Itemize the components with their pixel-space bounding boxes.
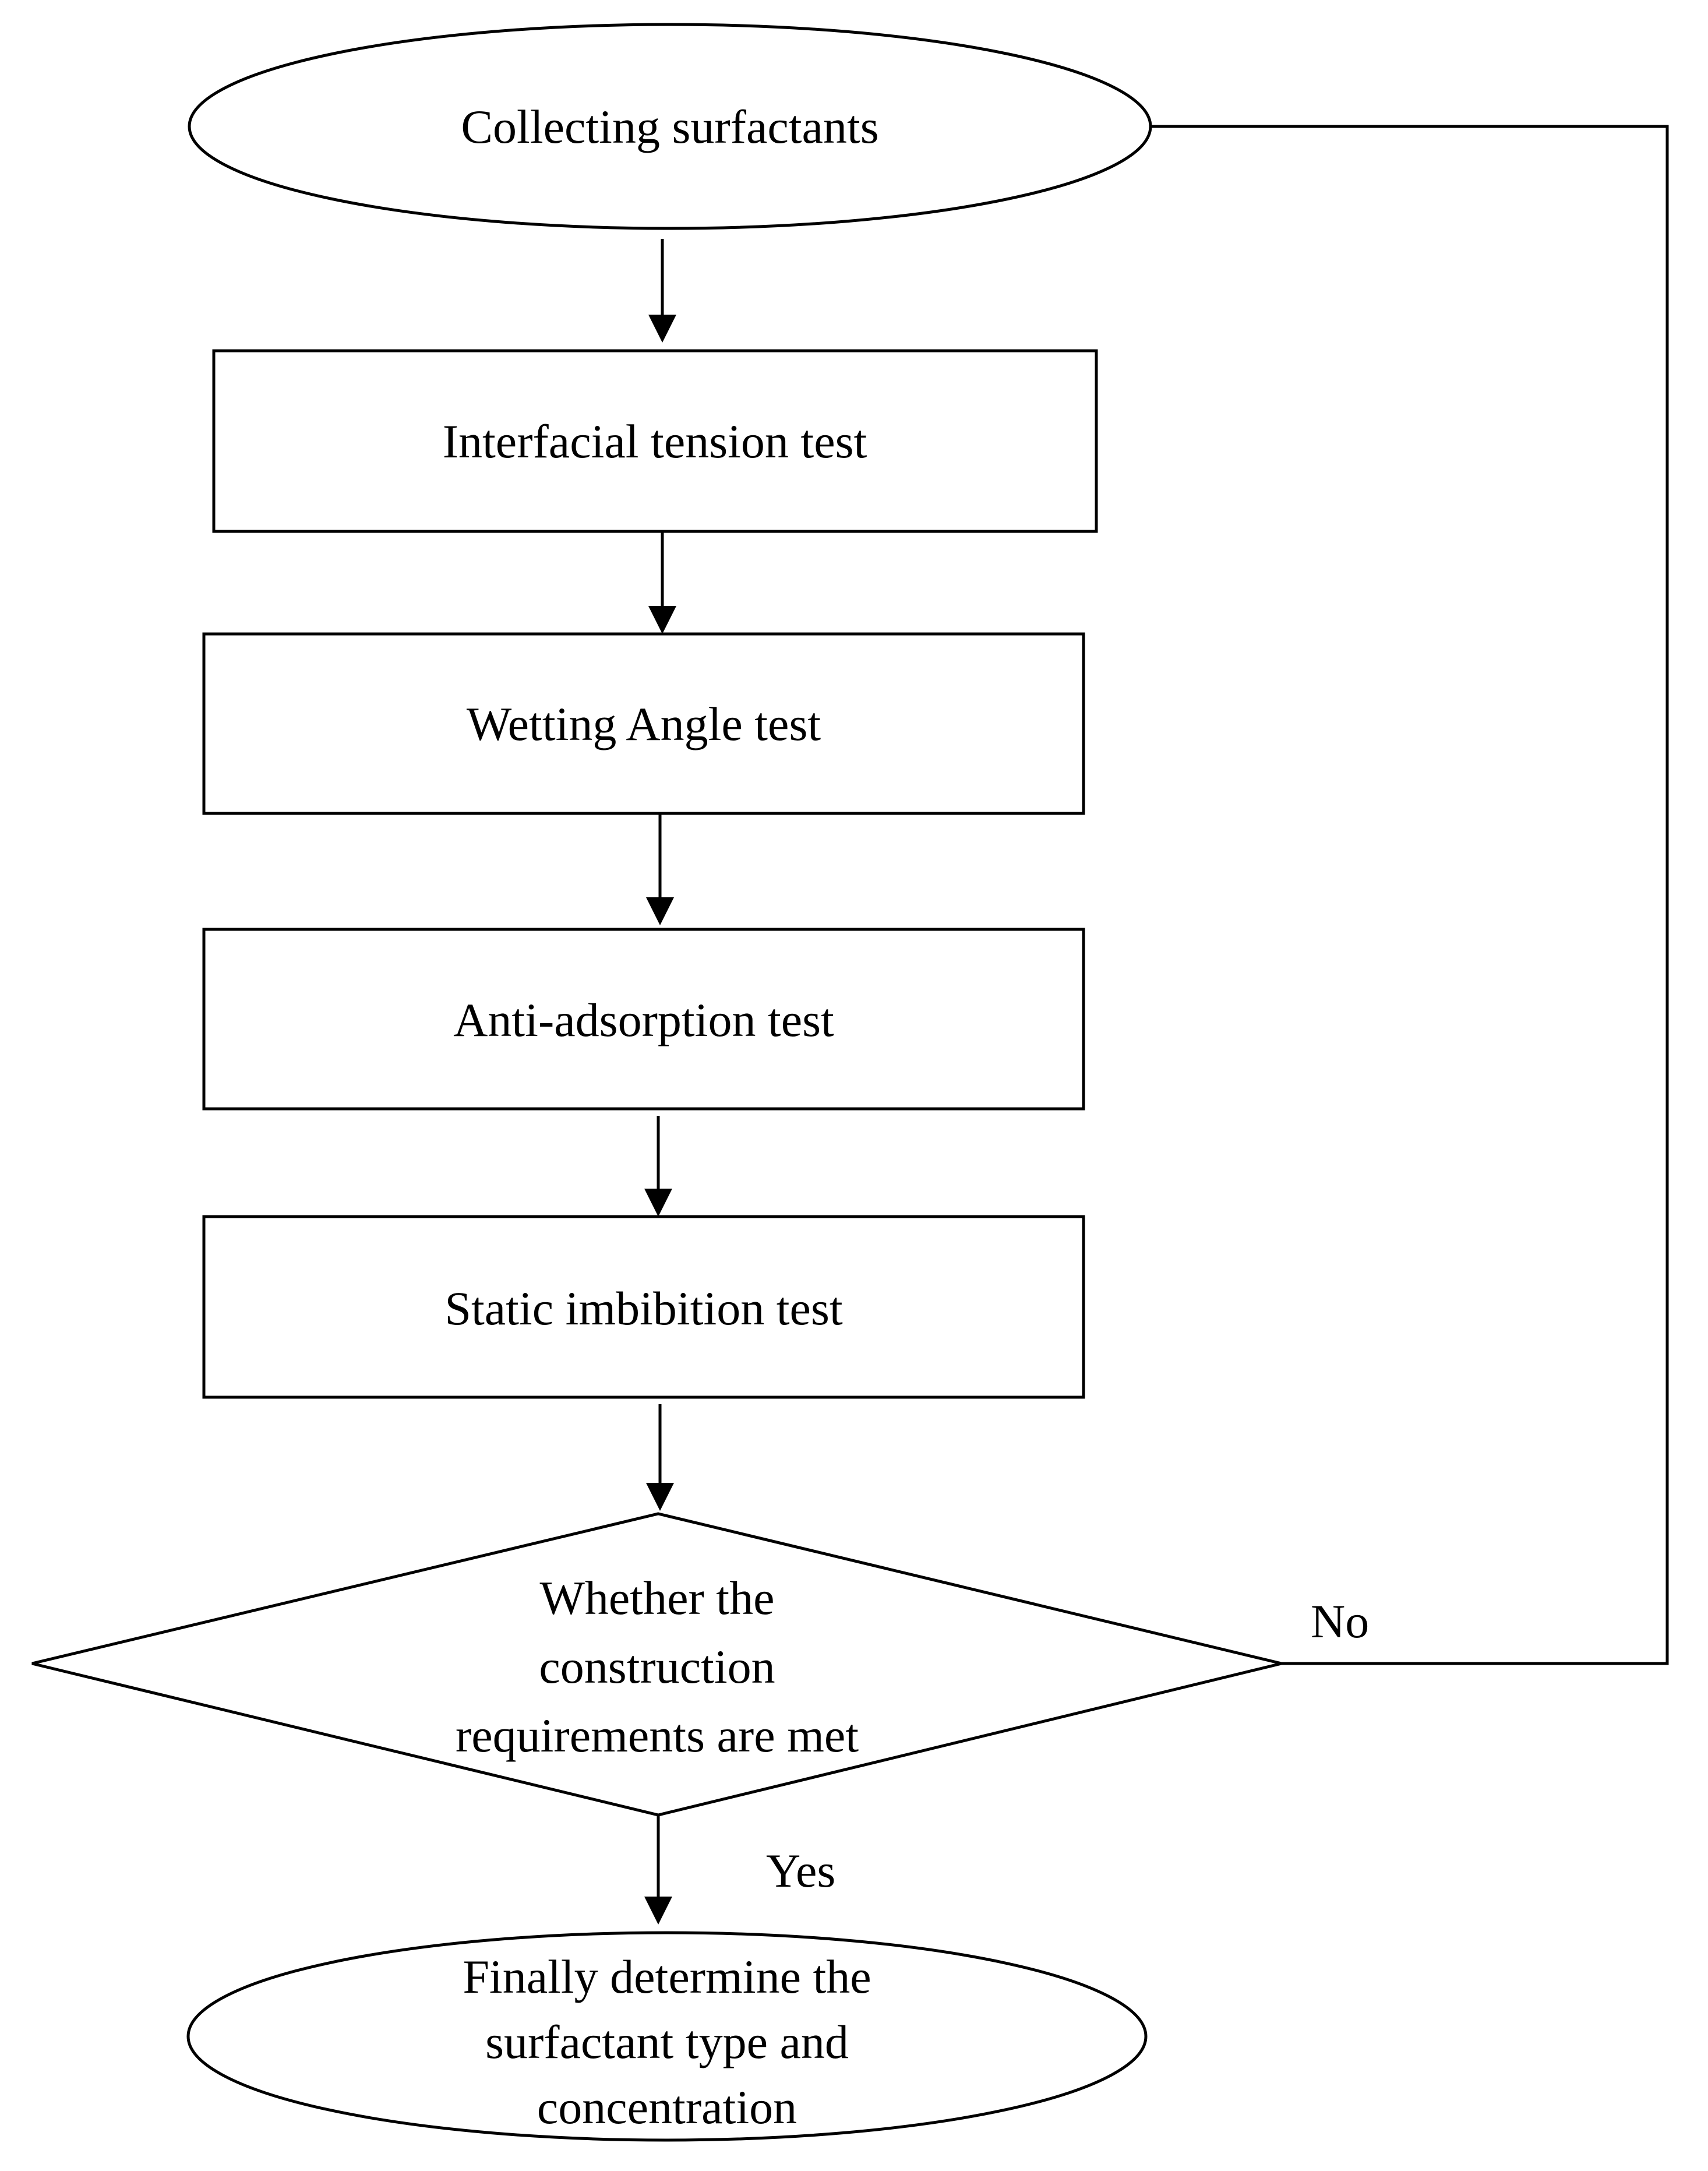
- step-interfacial-tension: Interfacial tension test: [212, 349, 1098, 533]
- no-branch-label: No: [1311, 1595, 1369, 1648]
- decision-line-1: Whether the: [540, 1571, 775, 1624]
- step-box-1: [212, 349, 1098, 533]
- yes-branch-label: Yes: [766, 1844, 835, 1897]
- step-static-imbibition: Static imbibition test: [202, 1215, 1085, 1399]
- end-line-3: concentration: [537, 2081, 797, 2134]
- step-box-3: [202, 928, 1085, 1111]
- arrow-interfacial-to-wetting: [648, 531, 676, 634]
- arrow-decision-to-end: [644, 1815, 672, 1925]
- step-label-1: Interfacial tension test: [443, 415, 867, 468]
- end-line-1: Finally determine the: [463, 1950, 871, 2003]
- decision-node: Whether the construction requirements ar…: [31, 1512, 1282, 1817]
- step-label-3: Anti-adsorption test: [453, 993, 834, 1046]
- step-label-2: Wetting Angle test: [467, 697, 821, 750]
- end-ellipse: [186, 1931, 1148, 2142]
- step-anti-adsorption: Anti-adsorption test: [202, 928, 1085, 1111]
- step-box-2: [202, 632, 1085, 815]
- arrow-antiadsorption-to-imbibition: [644, 1116, 672, 1217]
- decision-line-2: construction: [539, 1640, 775, 1693]
- arrow-start-to-interfacial: [648, 239, 676, 343]
- step-box-4: [202, 1215, 1085, 1399]
- end-line-2: surfactant type and: [485, 2015, 849, 2068]
- no-loop-connector: [1151, 125, 1669, 1665]
- start-label: Collecting surfactants: [461, 100, 878, 153]
- step-label-4: Static imbibition test: [444, 1282, 843, 1335]
- arrow-imbibition-to-decision: [646, 1404, 674, 1511]
- decision-line-3: requirements are met: [456, 1709, 859, 1762]
- start-node: Collecting surfactants: [188, 23, 1152, 230]
- end-node: Finally determine the surfactant type an…: [186, 1931, 1148, 2142]
- arrow-wetting-to-antiadsorption: [646, 815, 674, 925]
- step-wetting-angle: Wetting Angle test: [202, 632, 1085, 815]
